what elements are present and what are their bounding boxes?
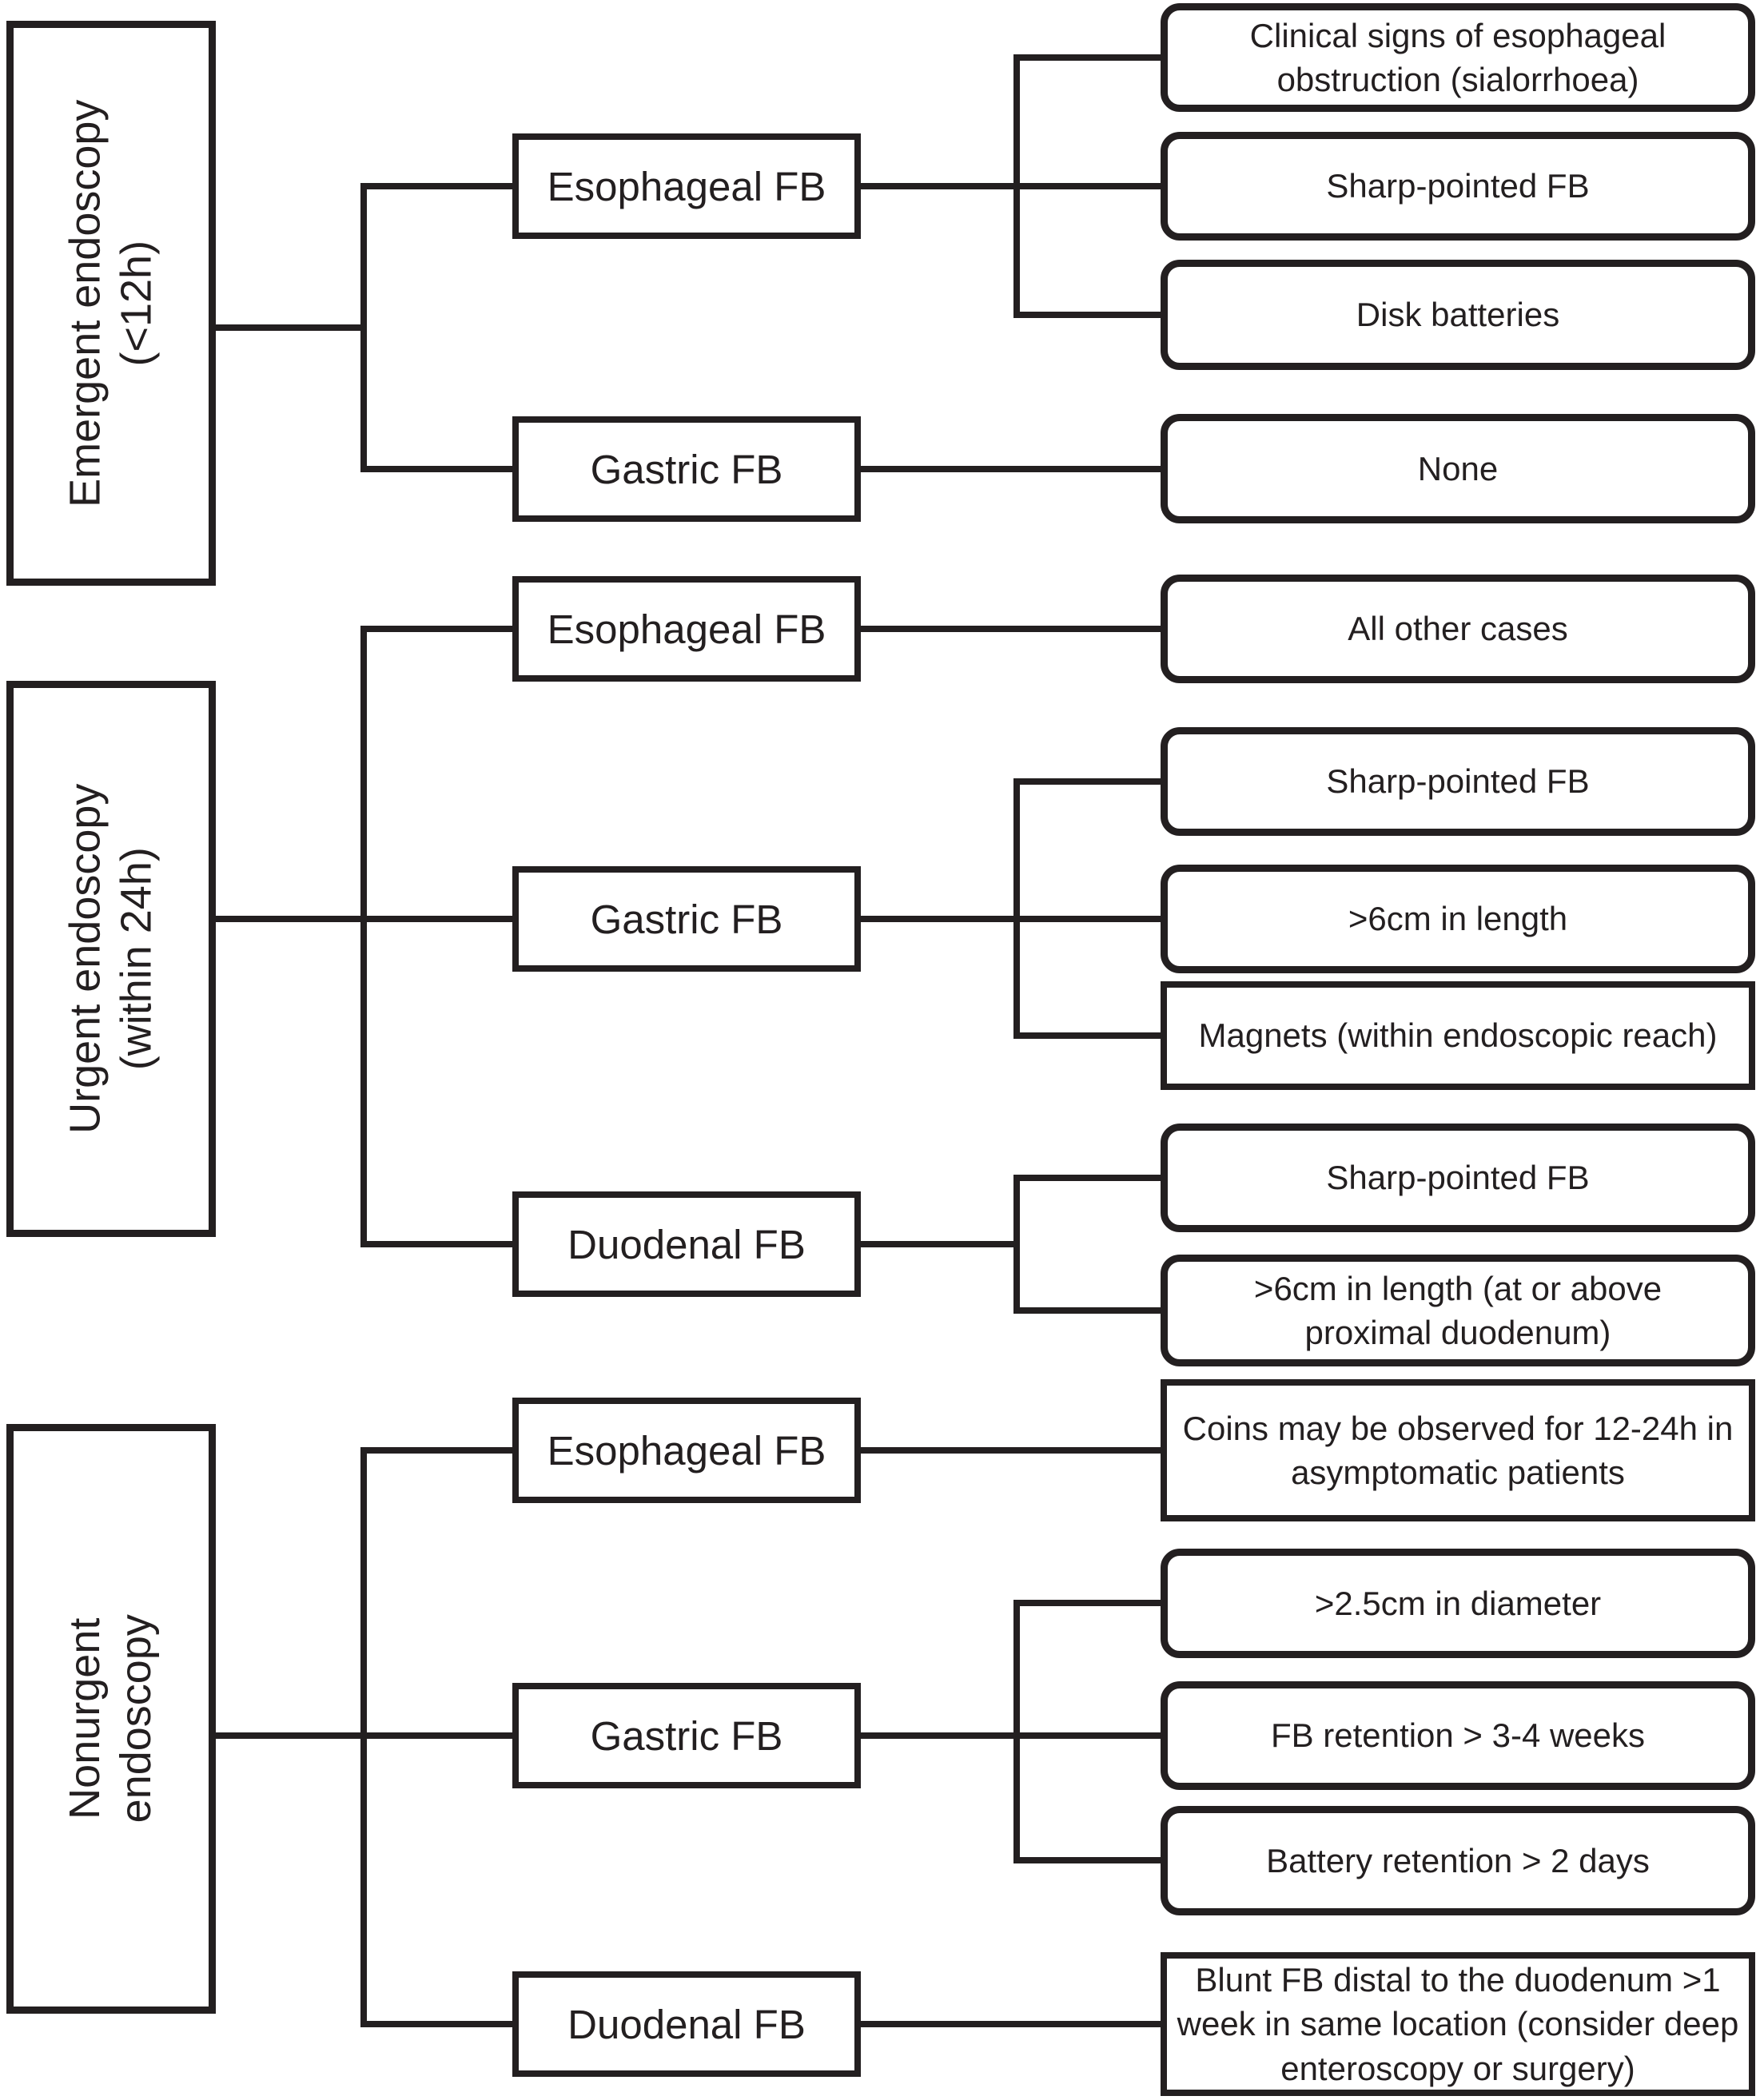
leaf-label: Sharp-pointed FB (1326, 167, 1590, 205)
leaf-magnets-endoscopic-reach: Magnets (within endoscopic reach) (1161, 981, 1755, 1090)
leaf-label: Clinical signs of esophageal obstruction… (1249, 16, 1666, 98)
node-label: Esophageal FB (547, 606, 826, 652)
node-duodenal-fb-nonurgent: Duodenal FB (512, 1971, 861, 2077)
category-urgent-label: Urgent endoscopy (within 24h) (61, 783, 160, 1135)
leaf-sharp-pointed-fb-duodenal: Sharp-pointed FB (1161, 1124, 1755, 1232)
leaf-label: Sharp-pointed FB (1326, 762, 1590, 801)
leaf-over-6cm-proximal-duodenum: >6cm in length (at or above proximal duo… (1161, 1255, 1755, 1366)
leaf-coins-observed: Coins may be observed for 12-24h in asym… (1161, 1379, 1755, 1521)
leaf-fb-retention-weeks: FB retention > 3-4 weeks (1161, 1681, 1755, 1790)
category-nonurgent-label: Nonurgent endoscopy (61, 1614, 161, 1824)
node-label: Gastric FB (590, 446, 783, 492)
leaf-label: >6cm in length (at or above proximal duo… (1253, 1269, 1662, 1351)
leaf-label: Disk batteries (1356, 296, 1560, 334)
leaf-sharp-pointed-fb-esophageal: Sharp-pointed FB (1161, 132, 1755, 241)
leaf-battery-retention-days: Battery retention > 2 days (1161, 1806, 1755, 1915)
leaf-over-6cm-length: >6cm in length (1161, 865, 1755, 973)
leaf-label: FB retention > 3-4 weeks (1270, 1716, 1646, 1755)
node-gastric-fb-emergent: Gastric FB (512, 416, 861, 522)
leaf-all-other-cases: All other cases (1161, 575, 1755, 683)
leaf-label: Sharp-pointed FB (1326, 1159, 1590, 1197)
leaf-blunt-fb-distal-duodenum: Blunt FB distal to the duodenum >1 week … (1161, 1952, 1755, 2096)
node-duodenal-fb-urgent: Duodenal FB (512, 1191, 861, 1297)
flowchart-connectors (213, 54, 1167, 2027)
node-label: Gastric FB (590, 896, 783, 942)
node-esophageal-fb-nonurgent: Esophageal FB (512, 1398, 861, 1503)
leaf-label: Battery retention > 2 days (1266, 1841, 1650, 1879)
node-gastric-fb-urgent: Gastric FB (512, 866, 861, 972)
leaf-sharp-pointed-fb-gastric: Sharp-pointed FB (1161, 727, 1755, 836)
leaf-label: None (1417, 449, 1499, 487)
category-emergent-label: Emergent endoscopy (<12h) (61, 99, 160, 507)
category-urgent-endoscopy: Urgent endoscopy (within 24h) (6, 681, 216, 1237)
leaf-label: Blunt FB distal to the duodenum >1 week … (1177, 1960, 1739, 2087)
node-label: Duodenal FB (567, 1221, 806, 1267)
leaf-clinical-signs-obstruction: Clinical signs of esophageal obstruction… (1161, 3, 1755, 112)
leaf-none: None (1161, 414, 1755, 523)
node-label: Esophageal FB (547, 163, 826, 209)
node-esophageal-fb-emergent: Esophageal FB (512, 133, 861, 239)
leaf-label: >6cm in length (1348, 900, 1568, 938)
leaf-disk-batteries: Disk batteries (1161, 260, 1755, 370)
node-esophageal-fb-urgent: Esophageal FB (512, 576, 861, 682)
node-gastric-fb-nonurgent: Gastric FB (512, 1683, 861, 1788)
category-emergent-endoscopy: Emergent endoscopy (<12h) (6, 21, 216, 586)
node-label: Esophageal FB (547, 1427, 826, 1474)
leaf-label: Coins may be observed for 12-24h in asym… (1182, 1409, 1734, 1491)
node-label: Duodenal FB (567, 2001, 806, 2047)
leaf-label: >2.5cm in diameter (1314, 1584, 1602, 1622)
category-nonurgent-endoscopy: Nonurgent endoscopy (6, 1424, 216, 2014)
leaf-over-2-5cm-diameter: >2.5cm in diameter (1161, 1549, 1755, 1658)
leaf-label: All other cases (1348, 610, 1568, 648)
leaf-label: Magnets (within endoscopic reach) (1198, 1016, 1718, 1055)
node-label: Gastric FB (590, 1712, 783, 1759)
